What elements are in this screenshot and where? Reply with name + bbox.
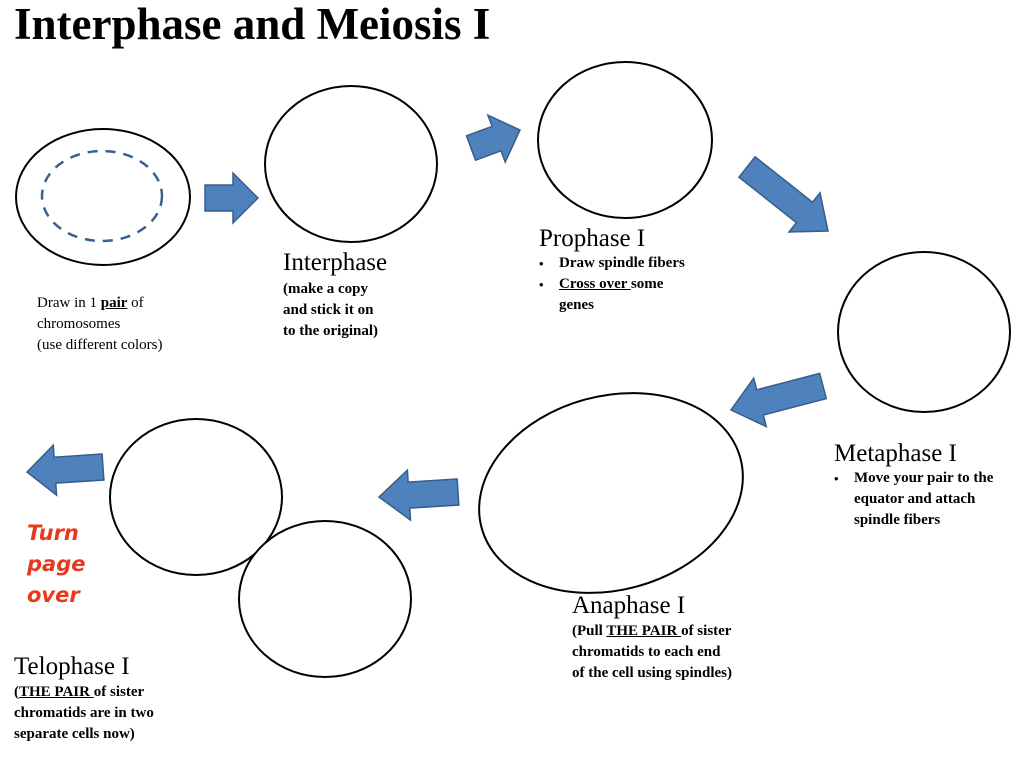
cell-telophase-bottom	[238, 520, 412, 678]
cell-prophase	[537, 61, 713, 219]
arrow-interphase-to-prophase	[465, 113, 521, 165]
interphase-note: (make a copy and stick it on to the orig…	[283, 279, 463, 342]
interphase-note-line: to the original)	[283, 323, 378, 339]
telophase-title: Telophase I	[14, 653, 130, 680]
arrow-prophase-to-metaphase	[737, 155, 829, 233]
anaphase-title: Anaphase I	[572, 592, 686, 619]
start-line1-post: of	[127, 295, 144, 311]
page-title: Interphase and Meiosis I	[14, 0, 491, 49]
interphase-note-line: (make a copy	[283, 281, 368, 297]
start-line2: chromosomes	[37, 316, 121, 332]
arrow-anaphase-to-telophase	[377, 468, 460, 522]
arrow-start-to-interphase	[204, 171, 260, 225]
cell-metaphase	[837, 251, 1011, 413]
start-instruction: Draw in 1 pair of chromosomes (use diffe…	[37, 293, 237, 356]
cell-anaphase	[478, 392, 744, 594]
prophase-bullet: Draw spindle fibers	[539, 253, 759, 274]
prophase-title: Prophase I	[539, 225, 646, 252]
start-line1-emph: pair	[100, 295, 128, 311]
interphase-note-line: and stick it on	[283, 302, 374, 318]
arrow-turn-page	[25, 443, 105, 497]
arrows	[25, 113, 829, 522]
nucleus-outline	[40, 149, 164, 243]
interphase-title: Interphase	[283, 249, 388, 276]
cell-telophase-top	[109, 418, 283, 576]
turn-page-over-label: Turn page over	[27, 521, 86, 607]
metaphase-title: Metaphase I	[834, 440, 957, 467]
start-line3: (use different colors)	[37, 337, 163, 353]
start-line1-pre: Draw in 1	[37, 295, 101, 311]
cell-interphase	[264, 85, 438, 243]
arrow-metaphase-to-anaphase	[729, 372, 828, 428]
anaphase-note: (Pull THE PAIR of sister chromatids to e…	[572, 623, 733, 681]
telophase-note: (THE PAIR of sister chromatids are in tw…	[14, 684, 154, 742]
